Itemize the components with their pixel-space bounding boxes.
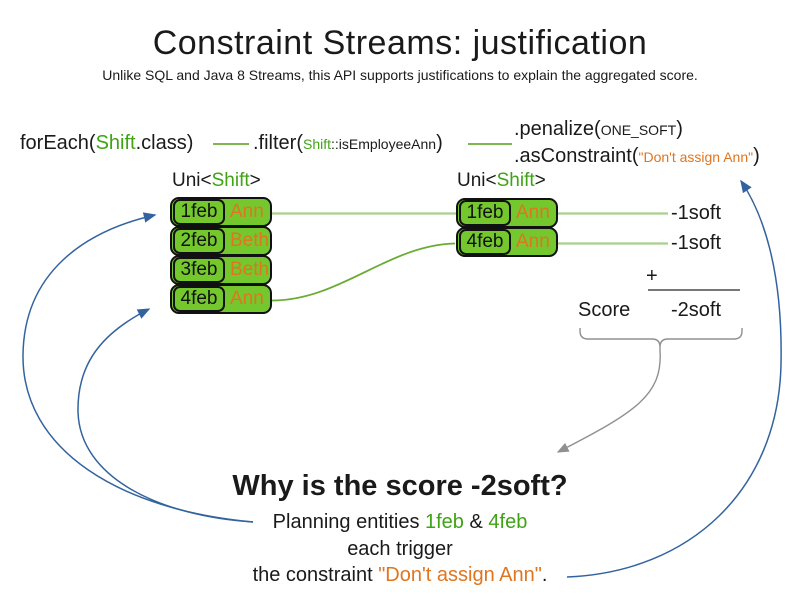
employee-cell: Ann [230, 288, 264, 309]
line1-amp: & [463, 511, 489, 533]
code-filter-prefix: .filter( [253, 132, 303, 154]
explanation-line-2: each trigger [347, 538, 453, 560]
date-cell: 1feb [173, 199, 225, 225]
code-filter-suffix: ) [436, 132, 443, 154]
code-filter: .filter(Shift::isEmployeeAnn) [253, 132, 443, 155]
code-asconstraint-prefix: .asConstraint( [514, 145, 639, 167]
code-filter-type: Shift [303, 136, 332, 152]
code-penalize-suffix: ) [676, 118, 683, 140]
uni-right-suffix: > [534, 170, 546, 191]
sum-line [648, 289, 740, 291]
shift-row-3feb: 3feb Beth [170, 255, 272, 285]
employee-cell: Beth [230, 230, 270, 251]
employee-cell: Beth [230, 259, 270, 280]
code-penalize-arg: ONE_SOFT [600, 122, 677, 138]
code-foreach-type: Shift [95, 132, 136, 154]
code-foreach: forEach(Shift.class) [20, 132, 193, 155]
filtered-row-4feb: 4feb Ann [456, 227, 558, 257]
code-penalize: .penalize(ONE_SOFT) [514, 118, 683, 141]
date-cell: 1feb [459, 200, 511, 226]
score-label: Score [578, 299, 631, 321]
shift-row-1feb: 1feb Ann [170, 197, 272, 227]
filtered-row-1feb: 1feb Ann [456, 198, 558, 228]
employee-cell: Ann [516, 231, 550, 252]
penalty-label-1: -1soft [671, 202, 722, 224]
uni-left-prefix: Uni< [172, 170, 212, 191]
question-heading: Why is the score -2soft? [232, 470, 568, 502]
entity-1feb-ref: 1feb [425, 511, 464, 533]
plus-sign: + [646, 265, 658, 287]
date-cell: 3feb [173, 257, 225, 283]
penalty-label-2: -1soft [671, 232, 722, 254]
date-cell: 4feb [459, 229, 511, 255]
uni-right-prefix: Uni< [457, 170, 497, 191]
line3-suffix: . [541, 564, 548, 586]
match-curve-4feb [271, 242, 456, 302]
date-cell: 4feb [173, 286, 225, 312]
employee-cell: Ann [230, 201, 264, 222]
arrow-entity-4feb [77, 308, 254, 523]
shift-row-2feb: 2feb Beth [170, 226, 272, 256]
shift-table-all: 1feb Ann 2feb Beth 3feb Beth 4feb Ann [170, 197, 272, 314]
code-foreach-prefix: forEach( [20, 132, 96, 154]
line1-prefix: Planning entities [272, 511, 425, 533]
constraint-name-ref: "Don't assign Ann" [378, 564, 542, 586]
uni-label-right: Uni<Shift> [457, 170, 546, 192]
shift-row-4feb: 4feb Ann [170, 284, 272, 314]
page-subtitle: Unlike SQL and Java 8 Streams, this API … [102, 67, 698, 83]
code-asconstraint-suffix: ) [753, 145, 760, 167]
code-asconstraint-arg: "Don't assign Ann" [638, 149, 754, 165]
uni-left-type: Shift [211, 170, 250, 191]
arrow-constraint-name [566, 179, 782, 578]
code-penalize-prefix: .penalize( [514, 118, 601, 140]
explanation-line-3: the constraint "Don't assign Ann". [0, 564, 800, 587]
shift-table-filtered: 1feb Ann 4feb Ann [456, 198, 558, 257]
uni-right-type: Shift [496, 170, 535, 191]
arrow-entity-1feb [22, 212, 254, 523]
code-asconstraint: .asConstraint("Don't assign Ann") [514, 145, 760, 168]
code-filter-methodref: ::isEmployeeAnn [331, 136, 437, 152]
line3-prefix: the constraint [252, 564, 379, 586]
arrow-score-to-question [556, 349, 661, 453]
employee-cell: Ann [516, 202, 550, 223]
uni-left-suffix: > [249, 170, 261, 191]
page-title: Constraint Streams: justification [152, 24, 648, 62]
explanation-line-1: Planning entities 1feb & 4feb [0, 511, 800, 534]
score-brace [579, 328, 743, 350]
date-cell: 2feb [173, 228, 225, 254]
score-value: -2soft [671, 299, 722, 321]
uni-label-left: Uni<Shift> [172, 170, 261, 192]
entity-4feb-ref: 4feb [488, 511, 528, 533]
code-foreach-suffix: .class) [135, 132, 194, 154]
